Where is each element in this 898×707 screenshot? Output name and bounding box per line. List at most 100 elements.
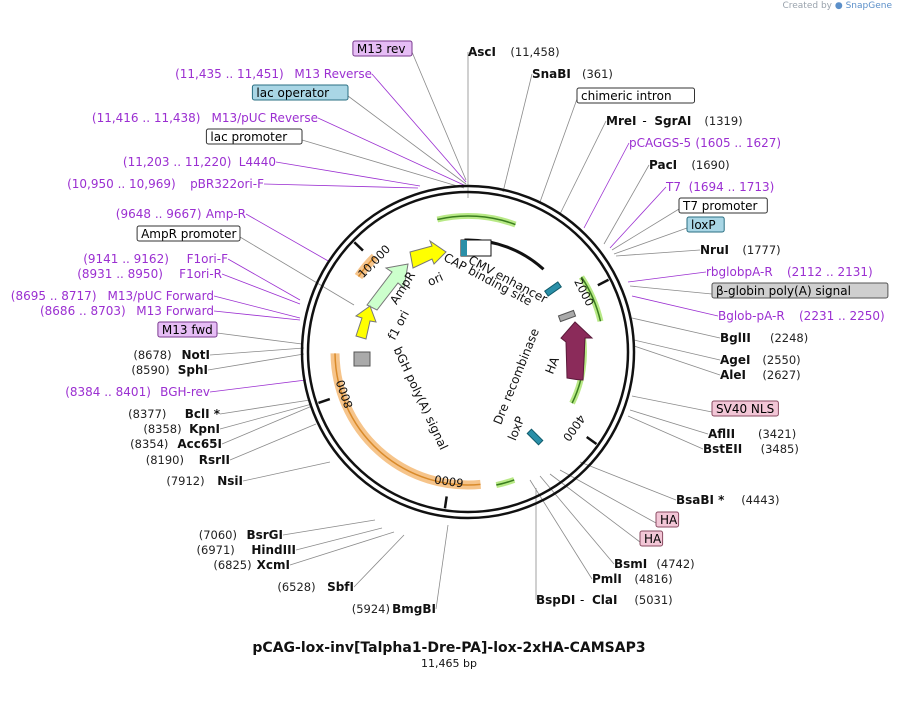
label-box <box>711 400 779 417</box>
credit-brand: SnapGene <box>845 1 892 11</box>
label-box <box>205 128 303 145</box>
label-primer[interactable]: Bglob-pA-R(2231 .. 2250) <box>718 309 885 323</box>
label-enzyme[interactable]: PmlI(4816) <box>592 572 673 586</box>
enzyme-name: XcmI <box>257 558 290 572</box>
primer-name: pCAGGS-5 <box>629 136 691 150</box>
label-primer[interactable]: M13 Reverse(11,435 .. 11,451) <box>175 67 372 81</box>
enzyme-name: SbfI <box>327 580 354 594</box>
label-enzyme[interactable]: BsmI(4742) <box>614 557 695 571</box>
label-box[interactable]: β-globin poly(A) signal <box>711 282 889 299</box>
label-box[interactable]: SV40 NLS <box>711 400 779 417</box>
leader-line <box>207 353 305 371</box>
label-enzyme2[interactable]: BspDI-ClaI(5031) <box>536 593 673 607</box>
leader-line <box>317 117 467 187</box>
leader-line <box>583 142 630 229</box>
label-enzyme[interactable]: BglII(2248) <box>720 331 808 345</box>
enzyme-name: PmlI <box>592 572 622 586</box>
leader-line <box>539 98 578 203</box>
label-box <box>686 216 725 233</box>
enzyme-name: BclI * <box>185 407 221 421</box>
label-enzyme[interactable]: XcmI(6825) <box>213 558 290 572</box>
label-enzyme[interactable]: AflII(3421) <box>708 427 796 441</box>
label-primer[interactable]: T7(1694 .. 1713) <box>665 180 774 194</box>
label-enzyme[interactable]: BclI *(8377) <box>128 407 221 421</box>
label-primer[interactable]: M13/pUC Reverse(11,416 .. 11,438) <box>92 111 318 125</box>
label-enzyme[interactable]: NruI(1777) <box>700 243 781 257</box>
label-primer[interactable]: pCAGGS-5 (1605 .. 1627) <box>629 136 781 150</box>
loxp-marker[interactable] <box>544 281 562 297</box>
label-box <box>352 40 413 57</box>
box-label-text: M13 rev <box>357 42 406 56</box>
f1-ori-box[interactable] <box>353 351 371 367</box>
primer-name: Bglob-pA-R <box>718 309 785 323</box>
enzyme-name: AscI <box>468 45 496 59</box>
label-enzyme[interactable]: KpnI (8358) <box>143 422 220 436</box>
label-enzyme[interactable]: SbfI (6528) <box>277 580 354 594</box>
leader-line <box>611 208 680 251</box>
label-primer[interactable]: BGH-rev(8384 .. 8401) <box>65 385 210 399</box>
label-enzyme[interactable]: BsaBI *(4443) <box>676 493 779 507</box>
enzyme-position: (8358) <box>143 422 181 436</box>
leader-line <box>242 461 331 482</box>
label-enzyme[interactable]: PacI(1690) <box>649 158 730 172</box>
label-primer[interactable]: F1ori-F(9141 .. 9162) <box>83 252 228 266</box>
primer-name: F1ori-F <box>187 252 228 266</box>
label-box[interactable]: T7 promoter <box>678 197 768 214</box>
label-enzyme[interactable]: BstEII(3485) <box>703 442 799 456</box>
ha-arrow[interactable] <box>560 321 594 381</box>
leader-line <box>633 345 721 376</box>
label-enzyme2[interactable]: MreI-SgrAI(1319) <box>606 114 743 128</box>
leader-line <box>216 332 303 345</box>
label-primer[interactable]: L4440(11,203 .. 11,220) <box>123 155 276 169</box>
label-enzyme[interactable]: HindIII(6971) <box>197 543 296 557</box>
label-primer[interactable]: F1ori-R(8931 .. 8950) <box>77 267 222 281</box>
label-enzyme[interactable]: BmgBI(5924) <box>352 602 436 616</box>
label-box[interactable]: HA <box>639 530 664 547</box>
ampr-arrow[interactable] <box>366 263 409 311</box>
snapgene-logo[interactable]: ● SnapGene <box>834 1 892 11</box>
label-enzyme[interactable]: RsrII(8190) <box>146 453 230 467</box>
leader-line <box>627 415 704 450</box>
leader-line <box>633 339 721 361</box>
label-enzyme[interactable]: NsiI(7912) <box>166 474 243 488</box>
primer-range: (1605 .. 1627) <box>695 136 781 150</box>
label-box[interactable]: lac operator <box>251 84 349 101</box>
primer-name: M13/pUC Forward <box>107 289 214 303</box>
label-box[interactable]: HA <box>655 511 680 528</box>
label-enzyme[interactable]: SnaBI(361) <box>532 67 613 81</box>
ori-arrow[interactable] <box>409 239 447 269</box>
label-enzyme[interactable]: BsrGI(7060) <box>199 528 283 542</box>
label-box[interactable]: chimeric intron <box>576 87 695 104</box>
label-primer[interactable]: pBR322ori-F(10,950 .. 10,969) <box>67 177 264 191</box>
label-box[interactable]: AmpR promoter <box>136 225 241 242</box>
leader-line <box>539 475 615 565</box>
label-box[interactable]: M13 fwd <box>157 321 218 338</box>
leader-line <box>609 186 667 249</box>
enzyme-position: (6528) <box>277 580 315 594</box>
leader-line <box>213 310 301 321</box>
primer-name: BGH-rev <box>160 385 210 399</box>
enzyme-name: BmgBI <box>392 602 436 616</box>
label-primer[interactable]: M13 Forward(8686 .. 8703) <box>40 304 214 318</box>
label-primer[interactable]: M13/pUC Forward(8695 .. 8717) <box>11 289 214 303</box>
label-primer[interactable]: rbglobpA-R(2112 .. 2131) <box>706 265 873 279</box>
label-box[interactable]: M13 rev <box>352 40 413 57</box>
enzyme-name: AleI <box>720 368 746 382</box>
label-enzyme[interactable]: NotI(8678) <box>133 348 210 362</box>
primer-name: F1ori-R <box>179 267 222 281</box>
loxp-marker[interactable] <box>526 428 544 446</box>
label-enzyme[interactable]: SphI(8590) <box>131 363 208 377</box>
label-enzyme[interactable]: AscI(11,458) <box>468 45 560 59</box>
primer-range: (10,950 .. 10,969) <box>67 177 176 191</box>
label-box[interactable]: lac promoter <box>205 128 303 145</box>
label-enzyme[interactable]: AgeI(2550) <box>720 353 801 367</box>
primer-name: T7 <box>665 180 681 194</box>
label-enzyme[interactable]: Acc65I(8354) <box>130 437 222 451</box>
strand-segment-core <box>496 479 515 486</box>
ampr-promoter-arrow[interactable] <box>354 305 377 340</box>
enzyme-name: KpnI <box>189 422 220 436</box>
label-enzyme[interactable]: AleI(2627) <box>720 368 801 382</box>
label-box[interactable]: loxP <box>686 216 725 233</box>
label-primer[interactable]: Amp-R(9648 .. 9667) <box>116 207 246 221</box>
